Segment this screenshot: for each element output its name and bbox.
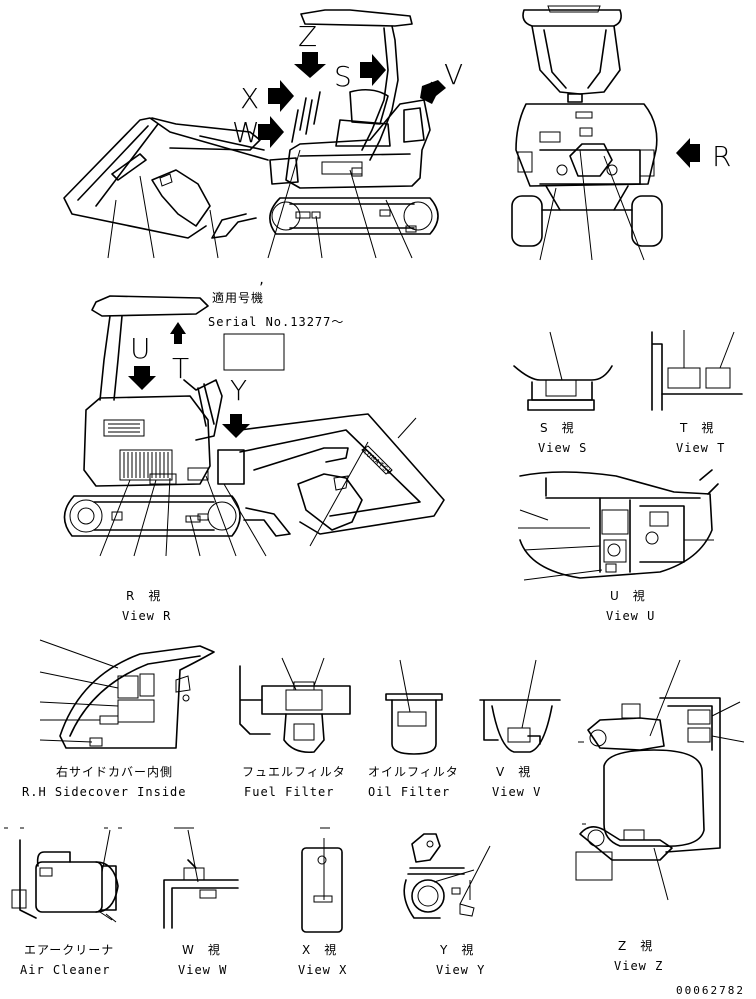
letter-u: U [130, 332, 151, 365]
caption-view-s-en: View S [538, 441, 587, 455]
view-s [513, 331, 613, 411]
caption-rh-side-jp: 右サイドカバー内側 [56, 764, 173, 779]
caption-view-y-jp: Y 視 [439, 942, 474, 957]
letter-r: R [712, 140, 731, 173]
caption-view-u-jp: U 視 [610, 588, 646, 603]
caption-view-v-en: View V [492, 785, 541, 799]
caption-air-jp: エアークリーナ [24, 943, 114, 957]
caption-oil-jp: オイルフィルタ [368, 765, 459, 779]
caption-air-en: Air Cleaner [20, 963, 110, 977]
caption-view-w-en: View W [178, 963, 227, 977]
boom-marking: KOMATSU [361, 447, 394, 477]
caption-view-x-en: View X [298, 963, 347, 977]
caption-view-r-en: View R [122, 609, 171, 623]
caption-view-s-jp: S 視 [540, 420, 575, 435]
view-z [575, 659, 745, 901]
caption-view-t-jp: T 視 [679, 420, 714, 435]
view-t [651, 330, 743, 411]
caption-view-v-jp: V 視 [496, 764, 531, 779]
letter-w: W [232, 116, 260, 149]
letter-y: Y [230, 374, 247, 407]
captions: R 視 View R S 視 View S T 視 View T U 視 Vie… [20, 420, 745, 997]
arrow-v-icon [420, 80, 446, 104]
caption-view-z-jp: Z 視 [618, 938, 653, 953]
caption-view-t-en: View T [676, 441, 725, 455]
arrow-y-icon [222, 414, 250, 438]
view-y [403, 833, 491, 919]
view-x [301, 827, 343, 933]
svg-text:,: , [258, 273, 266, 287]
caption-view-u-en: View U [606, 609, 655, 623]
letter-x: X [240, 82, 259, 115]
air-cleaner [4, 827, 122, 923]
view-u [518, 469, 719, 581]
letter-t: T [172, 352, 189, 385]
caption-view-x-jp: X 視 [302, 942, 337, 957]
caption-view-r-jp: R 視 [126, 588, 161, 603]
drawing-number: 00062782 [676, 984, 745, 997]
arrow-x-icon [268, 80, 294, 112]
letter-z: Z [298, 20, 317, 53]
caption-fuel-jp: フュエルフィルタ [242, 765, 346, 779]
serial-note-en: Serial No.13277～ [208, 315, 344, 329]
view-v [479, 659, 561, 753]
letter-v: V [444, 58, 463, 91]
caption-rh-side-en: R.H Sidecover Inside [22, 785, 187, 799]
serial-frame [223, 333, 285, 371]
caption-view-y-en: View Y [436, 963, 485, 977]
caption-oil-en: Oil Filter [368, 785, 450, 799]
fuel-filter [239, 657, 351, 754]
serial-note-jp: 適用号機 [212, 290, 264, 305]
arrow-r-icon [676, 138, 700, 168]
arrow-s-icon [360, 54, 386, 86]
caption-fuel-en: Fuel Filter [244, 785, 334, 799]
view-w [163, 827, 239, 929]
arrow-w-icon [258, 116, 284, 148]
arrow-z-icon [294, 52, 326, 78]
excavator-rear-view: R [511, 5, 731, 261]
letter-s: S [334, 60, 352, 93]
excavator-right-view: KOMATSU U T Y [63, 295, 445, 557]
oil-filter [385, 659, 443, 755]
excavator-left-view: Z S V X W , [63, 9, 463, 287]
caption-view-w-jp: W 視 [182, 942, 221, 957]
arrow-t-icon [170, 322, 186, 344]
sidecover-inside [39, 639, 215, 749]
caption-view-z-en: View Z [614, 959, 663, 973]
arrow-u-icon [128, 366, 156, 390]
serial-note: 適用号機 Serial No.13277～ [208, 290, 344, 371]
